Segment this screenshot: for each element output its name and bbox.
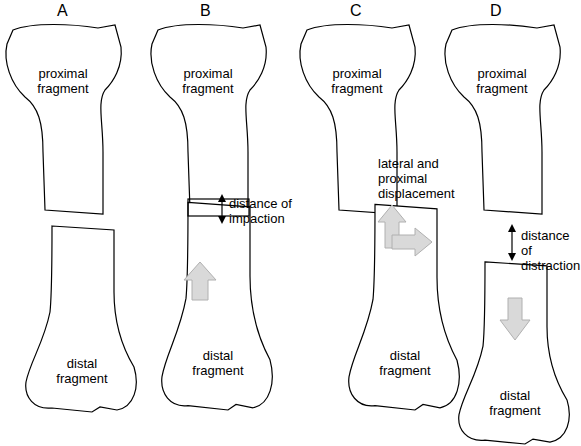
fragment-label: proximal fragment: [317, 66, 397, 96]
dimension-label: distance of distraction: [521, 228, 581, 273]
fragment-label: distal fragment: [178, 348, 258, 378]
bone-path: [445, 25, 560, 215]
panel-letter: A: [57, 2, 77, 20]
bone-path: [459, 262, 570, 444]
bone-fragment: distal fragment: [22, 222, 137, 412]
dimension-label: distance of impaction: [229, 196, 301, 226]
fragment-label: proximal fragment: [23, 66, 103, 96]
force-arrow: [500, 298, 530, 340]
fragment-label: distal fragment: [42, 356, 122, 386]
force-arrow: [378, 205, 406, 248]
bone-outline: [148, 22, 268, 217]
bone-fragment: distal fragment: [158, 198, 273, 410]
bone-path: [26, 226, 137, 412]
dimension-arrow: [221, 198, 222, 220]
bone-outline: [158, 198, 273, 410]
force-arrow: [184, 262, 216, 300]
fragment-label: distal fragment: [475, 388, 555, 418]
bone-fragment: proximal fragment: [3, 22, 123, 217]
bone-outline: [442, 22, 562, 217]
bone-path: [6, 25, 121, 215]
bone-outline: [3, 22, 123, 217]
bone-fragment: distal fragment: [455, 258, 570, 444]
panel-letter: B: [200, 2, 220, 20]
bone-fragment: proximal fragment: [442, 22, 562, 217]
panel-letter: D: [490, 2, 510, 20]
bone-path: [151, 25, 266, 215]
fragment-label: proximal fragment: [462, 66, 542, 96]
fragment-label: proximal fragment: [168, 66, 248, 96]
force-arrow: [392, 228, 432, 256]
bone-fragment: proximal fragment: [148, 22, 268, 217]
impaction-zone: [188, 199, 249, 216]
bone-outline: [345, 200, 460, 410]
fragment-label: distal fragment: [365, 348, 445, 378]
dimension-arrow: [511, 228, 512, 257]
bone-path: [162, 202, 273, 410]
bone-path: [349, 204, 460, 410]
panel-letter: C: [350, 2, 370, 20]
bone-fragment: distal fragment: [345, 200, 460, 410]
displacement-label: lateral and proximal displacement: [378, 156, 478, 201]
